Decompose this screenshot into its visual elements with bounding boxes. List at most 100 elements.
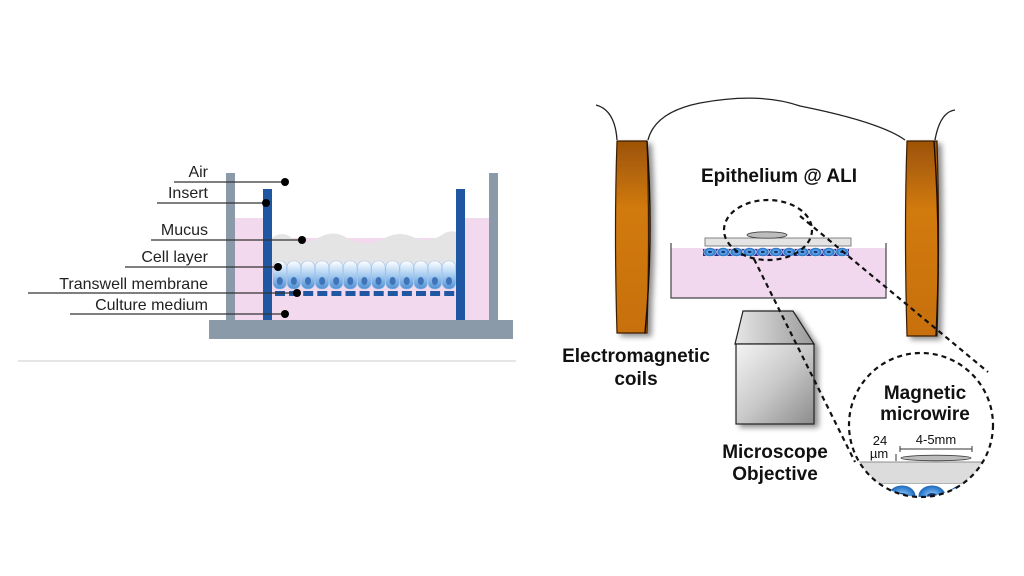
cell-nucleus xyxy=(319,277,326,285)
cell-nucleus xyxy=(305,277,311,285)
cell-nucleus xyxy=(446,277,452,285)
cell-nucleus xyxy=(813,250,818,254)
insert-dot xyxy=(262,199,270,207)
coil-left xyxy=(614,140,651,334)
inset-background xyxy=(849,353,993,497)
cell xyxy=(441,260,457,290)
cell-nucleus xyxy=(800,250,805,254)
objective-label-line1: Microscope xyxy=(722,442,828,463)
coils-label-line1: Electromagnetic xyxy=(562,346,710,367)
mucus-dot xyxy=(298,236,306,244)
cell-nucleus xyxy=(389,277,396,285)
cell-nucleus xyxy=(987,493,993,497)
cell-nucleus xyxy=(774,250,778,254)
cell-nucleus xyxy=(431,277,438,285)
coils-label-line2: coils xyxy=(614,369,657,390)
membrane-segment xyxy=(444,291,455,296)
well-wall-right xyxy=(489,173,498,320)
air-dot xyxy=(281,178,289,186)
zoom-line-left xyxy=(753,258,856,463)
zoom-indicator-lines xyxy=(722,198,989,463)
label-culture-medium: Culture medium xyxy=(95,297,208,314)
label-air: Air xyxy=(188,164,208,181)
magnetic-setup-diagram: Epithelium @ ALI Electromagnetic coils M… xyxy=(562,97,995,499)
membrane-dot xyxy=(293,289,301,297)
label-mucus: Mucus xyxy=(161,222,208,239)
membrane-segment xyxy=(317,291,328,296)
cell-nucleus xyxy=(333,277,340,285)
well-base xyxy=(209,320,513,339)
transwell-diagram: Air Insert Mucus Cell layer Transwell me… xyxy=(18,164,516,362)
medium-dot xyxy=(281,310,289,318)
leader-dots xyxy=(262,178,306,318)
cell-nucleus xyxy=(721,250,726,254)
microwire-inset: Magnetic microwire 24 µm 4-5mm xyxy=(847,351,995,499)
cell xyxy=(413,260,428,290)
cell-nucleus xyxy=(417,277,424,285)
cell-nucleus xyxy=(867,493,877,497)
label-insert: Insert xyxy=(168,185,209,202)
cell-layer-dot xyxy=(274,263,282,271)
insert-wall-right xyxy=(456,189,465,320)
microwire xyxy=(746,231,788,239)
thickness-unit: µm xyxy=(870,446,888,461)
cell-nucleus xyxy=(403,277,410,285)
inset-mucus-layer xyxy=(849,461,993,485)
membrane-segment xyxy=(401,291,412,296)
cell-nucleus xyxy=(347,277,354,285)
cell xyxy=(371,260,386,290)
label-transwell-membrane: Transwell membrane xyxy=(59,276,208,293)
cell-nucleus xyxy=(708,250,712,254)
air-region xyxy=(272,190,456,238)
microscope-objective xyxy=(734,310,816,425)
zoom-source-circle xyxy=(722,198,814,262)
cell xyxy=(343,260,358,290)
cell-nucleus xyxy=(826,250,831,254)
insert-wall-left xyxy=(263,189,272,320)
coil-right xyxy=(904,140,940,337)
cell xyxy=(977,484,993,497)
length-value: 4-5mm xyxy=(916,432,956,447)
cell-layer xyxy=(272,260,457,290)
label-cell-layer: Cell layer xyxy=(141,249,208,266)
cell xyxy=(286,260,301,290)
thickness-value: 24 xyxy=(873,433,887,448)
cell-nucleus xyxy=(375,277,382,285)
cell xyxy=(427,260,442,290)
culture-dish xyxy=(670,231,887,299)
epithelium-label: Epithelium @ ALI xyxy=(701,166,857,187)
leader-lines xyxy=(28,181,302,315)
inset-title-line2: microwire xyxy=(880,404,970,425)
membrane-segment xyxy=(331,291,342,296)
cell xyxy=(314,260,330,290)
coil-wires xyxy=(595,97,956,141)
cell-nucleus xyxy=(361,277,368,285)
cell xyxy=(399,260,414,290)
cell xyxy=(385,260,400,290)
cell-nucleus xyxy=(290,277,297,285)
cell xyxy=(357,260,372,290)
membrane-segment xyxy=(416,291,426,296)
transwell-membrane xyxy=(275,291,455,296)
membrane-segment xyxy=(359,291,370,296)
cell xyxy=(300,260,316,290)
membrane-segment xyxy=(430,291,441,296)
epithelial-cells xyxy=(703,247,849,257)
membrane-segment xyxy=(373,291,384,296)
cell xyxy=(887,484,917,497)
cell xyxy=(947,484,977,497)
cell xyxy=(857,484,887,497)
length-scale-bar xyxy=(895,446,973,461)
inset-microwire xyxy=(900,454,972,462)
cell xyxy=(329,260,344,290)
membrane-segment xyxy=(345,291,356,296)
well-wall-left xyxy=(226,173,235,320)
cell-nucleus xyxy=(276,277,283,285)
inset-border xyxy=(847,351,995,499)
inset-title-line1: Magnetic xyxy=(884,383,967,404)
cell-nucleus xyxy=(760,250,765,254)
mucus-layer xyxy=(272,231,456,265)
zoom-line-right xyxy=(799,215,989,373)
objective-label-line2: Objective xyxy=(732,464,818,485)
cell-nucleus xyxy=(747,250,752,254)
